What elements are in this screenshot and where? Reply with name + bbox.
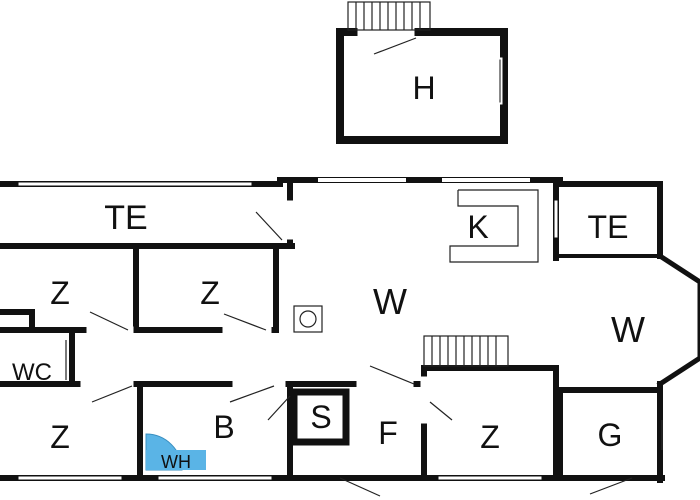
kitchen-counter bbox=[449, 189, 539, 263]
annex-stairs bbox=[347, 1, 431, 31]
room-label-te-left: TE bbox=[104, 199, 147, 237]
door-swing bbox=[255, 211, 283, 241]
outer-wall-top bbox=[0, 177, 663, 259]
detail-lines bbox=[65, 1, 663, 497]
room-labels: H TE K TE Z Z W W WC Z B S F Z G WH bbox=[12, 70, 645, 472]
lower-stair-treads bbox=[431, 336, 497, 366]
water-heater-base bbox=[146, 450, 206, 470]
room-label-w-main: W bbox=[373, 281, 407, 322]
stove-ring bbox=[299, 310, 317, 328]
door-swing bbox=[267, 395, 291, 421]
room-label-wh: WH bbox=[161, 452, 191, 472]
outer-wall-bay bbox=[656, 252, 700, 388]
room-label-s: S bbox=[310, 399, 331, 435]
door-swing bbox=[373, 37, 417, 55]
annex-walls bbox=[336, 28, 508, 144]
wall bbox=[421, 365, 559, 481]
wall-layer bbox=[0, 27, 700, 483]
s-walls bbox=[290, 388, 350, 446]
room-label-z-top-left: Z bbox=[50, 275, 70, 311]
lower-stairs bbox=[423, 335, 509, 367]
room-label-z-bottom-left: Z bbox=[50, 419, 70, 455]
door-swing bbox=[91, 385, 133, 403]
room-label-b: B bbox=[213, 409, 234, 445]
wc-walls bbox=[0, 309, 75, 385]
door-swing bbox=[429, 401, 453, 421]
room-label-k: K bbox=[467, 209, 488, 245]
room-label-wc: WC bbox=[12, 359, 52, 386]
stove bbox=[293, 305, 323, 333]
annex-stair-treads bbox=[355, 2, 421, 30]
room-label-w-right: W bbox=[611, 309, 645, 350]
door-swing bbox=[339, 477, 381, 497]
room-label-f: F bbox=[378, 415, 398, 451]
room-label-g: G bbox=[598, 417, 623, 453]
door-swing bbox=[223, 313, 267, 331]
door-swing bbox=[369, 365, 415, 385]
room-label-z-bottom-right: Z bbox=[480, 419, 500, 455]
door-swing bbox=[89, 311, 129, 331]
door-swing bbox=[229, 385, 275, 403]
room-label-te-right: TE bbox=[588, 209, 629, 245]
door-swing bbox=[589, 477, 633, 495]
room-label-z-top-mid: Z bbox=[200, 275, 220, 311]
room-label-h: H bbox=[412, 70, 435, 106]
